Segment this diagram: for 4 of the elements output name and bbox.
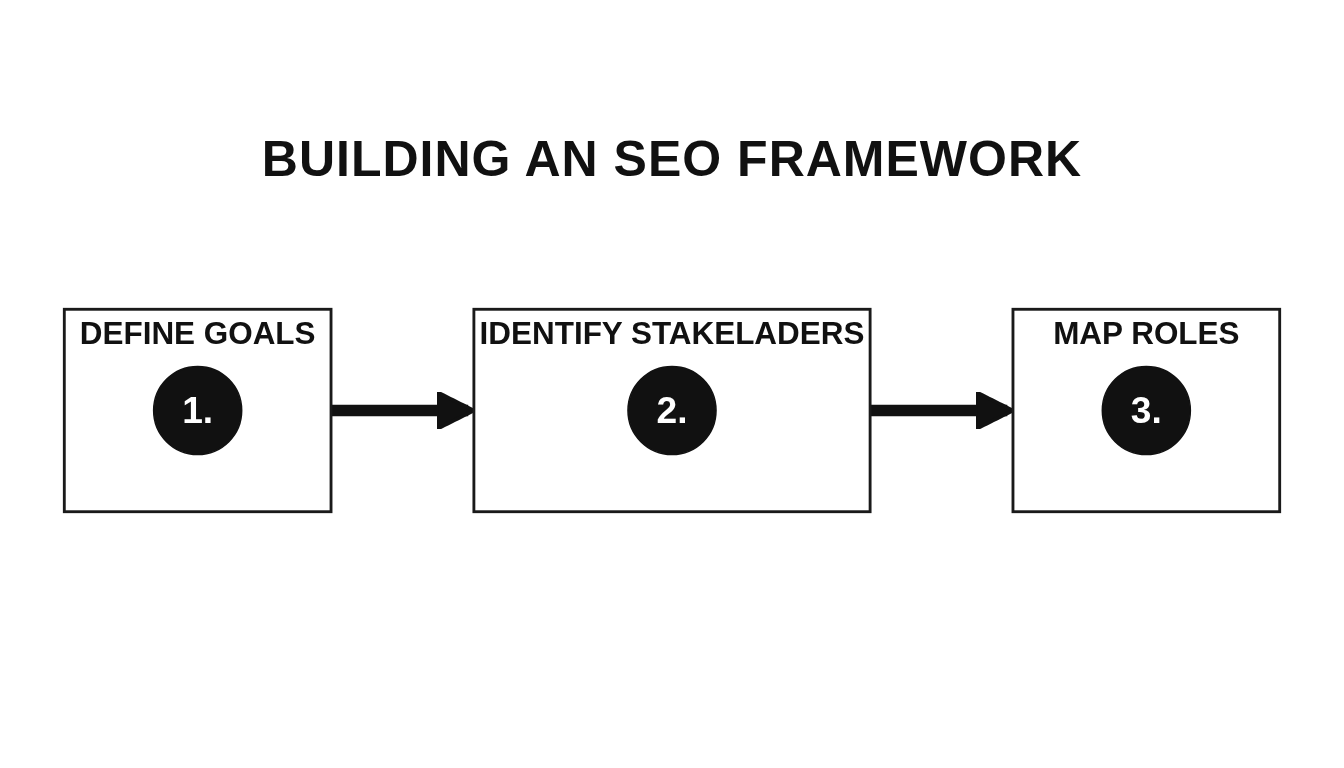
diagram-title: BUILDING AN SEO FRAMEWORK [261, 130, 1083, 188]
node-circle: 1. [152, 365, 243, 455]
node-circle: 2. [627, 365, 717, 455]
node-circle: 3. [1101, 365, 1192, 455]
